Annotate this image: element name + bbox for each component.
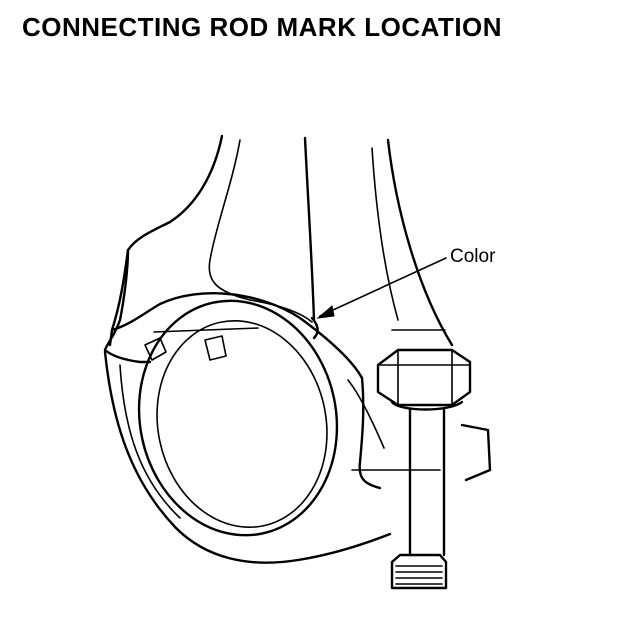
color-callout-label: Color: [450, 246, 496, 267]
rod-shank: [110, 134, 454, 347]
color-callout-arrow: [316, 257, 447, 319]
big-end-housing: [103, 248, 446, 564]
color-mark: [310, 316, 319, 340]
cap-bolt: [376, 348, 492, 590]
diagram-title: CONNECTING ROD MARK LOCATION: [22, 12, 503, 42]
bearing-bore: [137, 299, 339, 537]
